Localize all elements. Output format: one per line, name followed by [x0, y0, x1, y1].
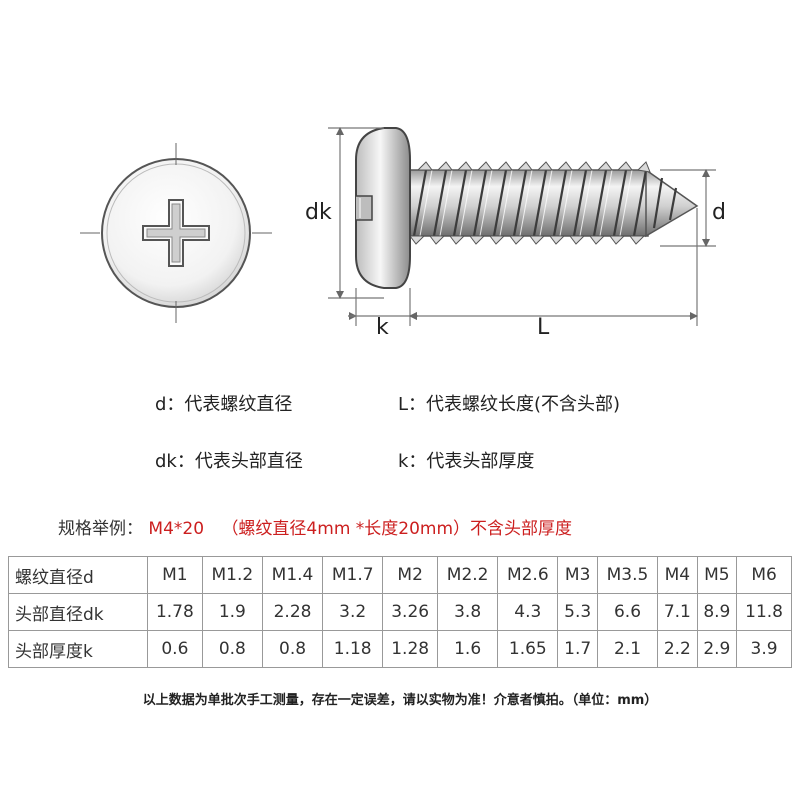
table-cell: 0.6 — [147, 630, 203, 668]
table-cell: 0.8 — [261, 630, 324, 668]
table-cell: 1.9 — [201, 593, 263, 631]
d-label: d — [712, 200, 726, 225]
table-cell: M2 — [382, 556, 439, 594]
dk-label: dk — [305, 200, 332, 225]
legend-L: L：代表螺纹长度(不含头部) — [398, 394, 621, 415]
table-cell: 1.18 — [322, 630, 384, 668]
table-cell: 1.65 — [497, 630, 559, 668]
table-cell: 2.1 — [596, 630, 659, 668]
table-cell: 7.1 — [657, 593, 698, 631]
screw-head-top-view — [80, 143, 272, 323]
table-cell: 2.2 — [657, 630, 698, 668]
legend-d: d：代表螺纹直径 — [155, 394, 293, 415]
table-cell: 2.9 — [696, 630, 738, 668]
table-cell: 1.78 — [147, 593, 203, 631]
legend-dk: dk：代表头部直径 — [155, 451, 303, 472]
table-cell: M6 — [736, 556, 792, 594]
table-cell: M4 — [657, 556, 698, 594]
table-cell: 5.3 — [557, 593, 598, 631]
table-cell: M3 — [557, 556, 598, 594]
table-cell: 1.6 — [437, 630, 499, 668]
table-cell: M2.6 — [497, 556, 559, 594]
spec-example: 规格举例： M4*20 （螺纹直径4mm *长度20mm）不含头部厚度 — [58, 514, 572, 539]
screw-diagram — [80, 127, 716, 326]
table-cell: 8.9 — [696, 593, 738, 631]
table-cell: 1.28 — [382, 630, 439, 668]
table-cell: 11.8 — [736, 593, 792, 631]
table-cell: M1.7 — [322, 556, 384, 594]
spec-example-value: M4*20 — [148, 519, 205, 539]
table-cell: 3.2 — [322, 593, 384, 631]
row-header: 头部厚度k — [8, 630, 148, 668]
table-cell: M1.4 — [261, 556, 324, 594]
table-cell: M1 — [147, 556, 203, 594]
table-cell: 6.6 — [596, 593, 659, 631]
footnote: 以上数据为单批次手工测量，存在一定误差，请以实物为准！介意者慎拍。（单位：mm） — [142, 693, 658, 708]
table-cell: 3.8 — [437, 593, 499, 631]
screw-side-view — [355, 127, 699, 289]
row-header: 头部直径dk — [8, 593, 148, 631]
table-cell: M1.2 — [201, 556, 263, 594]
k-label: k — [376, 315, 389, 340]
table-cell: 4.3 — [497, 593, 559, 631]
dimension-lines — [328, 127, 716, 326]
spec-example-detail: （螺纹直径4mm *长度20mm）不含头部厚度 — [221, 519, 573, 539]
table-cell: 3.9 — [736, 630, 792, 668]
table-cell: M3.5 — [596, 556, 659, 594]
row-header: 螺纹直径d — [8, 556, 148, 594]
table-cell: M5 — [696, 556, 738, 594]
L-label: L — [537, 315, 550, 340]
table-cell: 1.7 — [557, 630, 598, 668]
table-cell: M2.2 — [437, 556, 499, 594]
spec-example-prefix: 规格举例： — [58, 519, 143, 539]
table-cell: 2.28 — [261, 593, 324, 631]
legend-k: k：代表头部厚度 — [398, 451, 535, 472]
table-cell: 3.26 — [382, 593, 439, 631]
table-cell: 0.8 — [201, 630, 263, 668]
